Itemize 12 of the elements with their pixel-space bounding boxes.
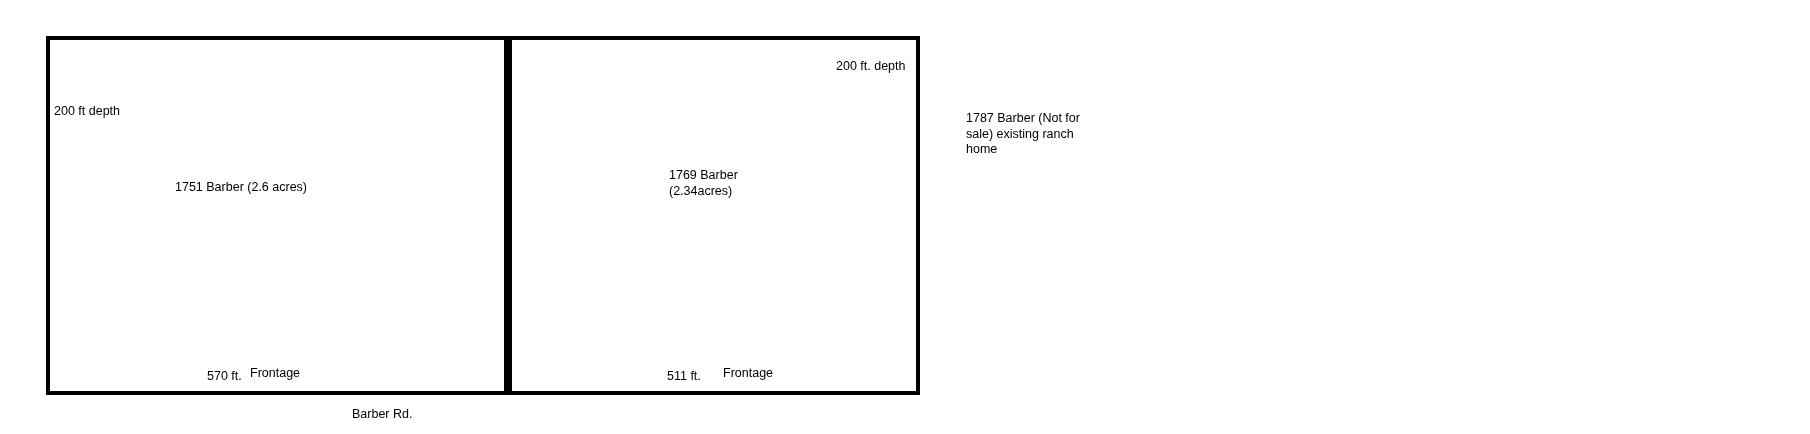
map-note: 511 ft. bbox=[667, 369, 701, 385]
map-note: Frontage bbox=[723, 366, 774, 382]
parcel-outline bbox=[46, 36, 512, 395]
parcel-label: 1769 Barber (2.34acres) bbox=[669, 168, 739, 200]
map-note: Frontage bbox=[250, 366, 301, 382]
map-note: 570 ft. bbox=[207, 369, 242, 385]
parcel-outline bbox=[504, 36, 920, 395]
map-note: 200 ft depth bbox=[54, 104, 121, 120]
map-note: 200 ft. depth bbox=[836, 59, 906, 75]
map-note: Barber Rd. bbox=[352, 407, 413, 423]
parcel-label: 1751 Barber (2.6 acres) bbox=[175, 180, 308, 196]
map-note: 1787 Barber (Not for sale) existing ranch home bbox=[966, 111, 1081, 158]
